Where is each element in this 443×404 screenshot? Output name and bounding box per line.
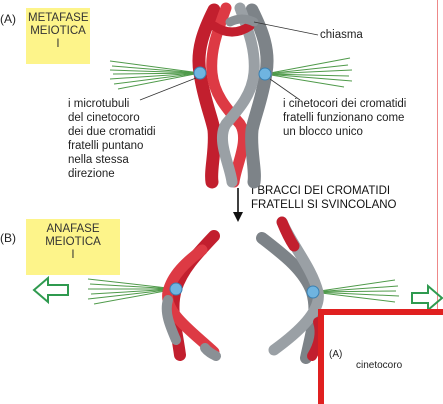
kinetochore-right-a — [259, 68, 271, 80]
left-microtubules-a — [110, 61, 200, 89]
left-chromosome-b — [167, 236, 216, 356]
right-microtubules-a — [265, 58, 352, 87]
right-microtubules-b — [313, 280, 399, 302]
kinetochore-left-a — [194, 67, 206, 79]
left-note-leader — [140, 78, 196, 100]
down-arrow — [233, 188, 243, 222]
left-pole-arrow — [34, 278, 68, 302]
kinetochore-left-b — [170, 283, 182, 295]
inset-kinetochore-label: cinetocoro — [356, 360, 402, 371]
right-pole-arrow — [412, 286, 442, 310]
kinetochore-right-b — [307, 286, 319, 298]
tetrad — [199, 8, 267, 182]
right-note-leader — [270, 79, 300, 100]
inset-letter: (A) — [329, 349, 342, 360]
